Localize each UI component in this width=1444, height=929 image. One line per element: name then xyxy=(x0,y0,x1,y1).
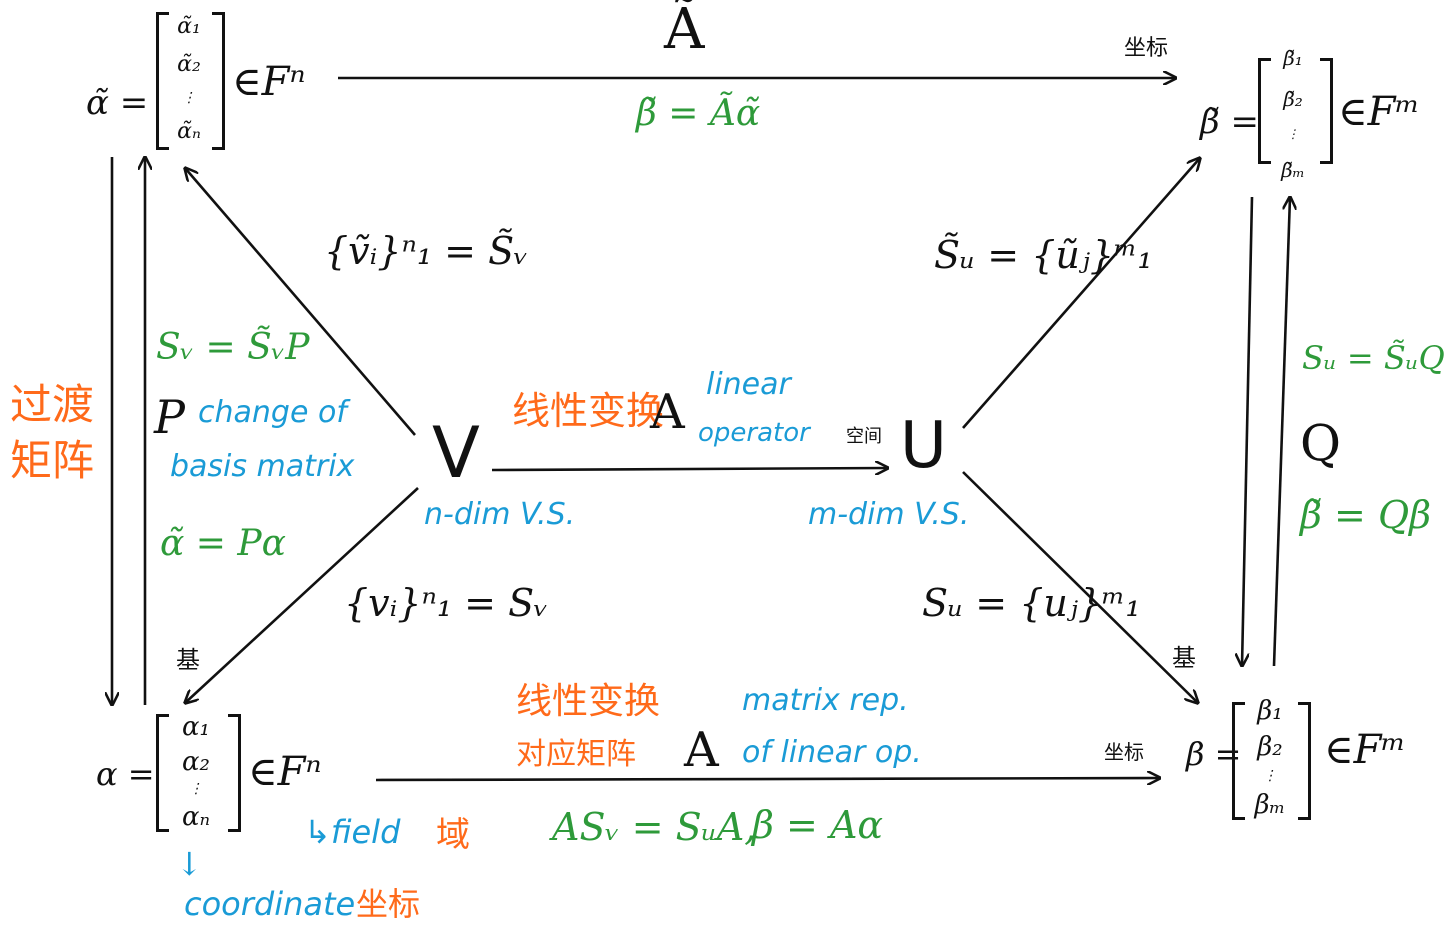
beta-tilde-entry-dots: ⋮ xyxy=(1287,127,1299,142)
alpha-tilde-equation: α̃ = Pα xyxy=(160,523,286,564)
vector-space-V: V xyxy=(432,412,480,494)
arrow-U-to-beta xyxy=(962,471,1198,703)
beta-entry-dots: ⋮ xyxy=(1263,768,1277,784)
linear-transformation-cn-bottom: 线性变换 xyxy=(516,681,661,722)
S-u-basis: Sᵤ = {uⱼ}ᵐ₁ xyxy=(922,581,1141,625)
beta-tilde-space: ∈Fᵐ xyxy=(1338,89,1420,135)
alpha-tilde-space: ∈Fⁿ xyxy=(232,59,306,105)
alpha-space: ∈Fⁿ xyxy=(248,749,322,795)
alpha-lhs: α = xyxy=(96,755,155,793)
alpha-entry-1: α₁ xyxy=(182,712,210,742)
U-space-cn-label: 空间 xyxy=(846,426,882,447)
alpha-tilde-entries: α̃₁ α̃₂ ⋮ α̃ₙ xyxy=(164,14,214,144)
beta-equation: β = Aα xyxy=(752,803,884,847)
beta-entry-m: βₘ xyxy=(1254,790,1286,820)
A-matrix-label: A xyxy=(684,722,719,778)
arrow-V-to-alpha xyxy=(185,487,419,703)
AS-equation: ASᵥ = SᵤA, xyxy=(552,805,757,849)
change-of-label: change of xyxy=(198,395,347,430)
vector-space-U: U xyxy=(900,409,947,483)
arrow-U-to-beta-tilde xyxy=(962,158,1200,429)
beta-tilde-right-bracket xyxy=(1320,58,1333,164)
field-label: ↳field xyxy=(304,813,401,851)
basis-matrix-label: basis matrix xyxy=(170,449,355,484)
beta-entries: β₁ β₂ ⋮ βₘ xyxy=(1242,696,1298,820)
coordinate-label-top: 坐标 xyxy=(1124,36,1169,61)
coordinate-label: coordinate xyxy=(184,885,356,923)
beta-entry-2: β₂ xyxy=(1257,732,1283,762)
field-cn-label: 域 xyxy=(436,815,470,855)
linear-transformation-cn: 线性变换 xyxy=(512,389,665,433)
arrow-bottom-A xyxy=(375,778,1160,780)
alpha-tilde-entry-1: α̃₁ xyxy=(177,14,201,39)
operator-label: operator xyxy=(698,418,810,448)
alpha-tilde-left-bracket xyxy=(156,12,169,150)
S-u-equation: Sᵤ = S̃ᵤQ xyxy=(1302,339,1444,377)
basis-label-right: 基 xyxy=(1172,644,1196,672)
alpha-tilde-entry-2: α̃₂ xyxy=(177,52,201,77)
alpha-entries: α₁ α₂ ⋮ αₙ xyxy=(166,712,226,832)
coordinate-label-bottom: 坐标 xyxy=(1104,740,1144,764)
transition-matrix-cn-1: 过渡 xyxy=(10,380,95,429)
matrix-rep-label: matrix rep. xyxy=(742,683,909,718)
alpha-entry-n: αₙ xyxy=(181,801,211,832)
Q-label: Q xyxy=(1300,414,1341,472)
P-label: P xyxy=(154,390,185,444)
alpha-entry-dots: ⋮ xyxy=(189,781,203,798)
arrow-V-to-alpha-tilde xyxy=(185,168,416,436)
alpha-tilde-right-bracket xyxy=(212,12,225,150)
alpha-tilde-entry-n: α̃ₙ xyxy=(177,119,201,144)
basis-label-left: 基 xyxy=(176,646,200,674)
transition-matrix-cn-2: 矩阵 xyxy=(10,436,95,485)
S-v-tilde-basis: {ṽᵢ}ⁿ₁ = S̃ᵥ xyxy=(324,229,529,273)
S-v-basis: {vᵢ}ⁿ₁ = Sᵥ xyxy=(344,581,549,625)
alpha-tilde-lhs: α̃ = xyxy=(86,83,149,123)
coordinate-cn-label: 坐标 xyxy=(356,885,421,923)
beta-left-bracket xyxy=(1232,702,1245,820)
beta-tilde-entry-1: β̃₁ xyxy=(1283,46,1303,70)
beta-tilde-entry-2: β̃₂ xyxy=(1283,86,1303,111)
of-linear-op-label: of linear op. xyxy=(742,735,922,770)
beta-tilde-lhs: β̃ = xyxy=(1200,102,1259,142)
corresponding-matrix-cn: 对应矩阵 xyxy=(516,737,636,772)
alpha-left-bracket xyxy=(156,714,169,832)
beta-tilde-left-bracket xyxy=(1258,58,1271,164)
arrow-beta-up xyxy=(1272,197,1290,667)
beta-tilde-entry-m: β̃ₘ xyxy=(1281,157,1305,182)
beta-tilde-Q-equation: β̃ = Qβ xyxy=(1300,493,1432,537)
beta-space: ∈Fᵐ xyxy=(1324,727,1406,773)
linear-label: linear xyxy=(706,367,791,402)
A-operator-label: A xyxy=(650,384,685,440)
alpha-entry-2: α₂ xyxy=(182,746,210,777)
arrow-V-to-U xyxy=(491,468,888,470)
U-dimension-label: m-dim V.S. xyxy=(808,497,970,532)
V-dimension-label: n-dim V.S. xyxy=(424,497,576,532)
alpha-tilde-entry-dots: ⋮ xyxy=(182,90,196,106)
S-v-equation: Sᵥ = S̃ᵥP xyxy=(156,327,310,368)
arrow-beta-tilde-down xyxy=(1242,196,1254,666)
alpha-right-bracket xyxy=(228,714,241,832)
beta-right-bracket xyxy=(1298,702,1311,820)
coordinate-down-arrow: ↓ xyxy=(176,845,203,883)
S-u-tilde-basis: S̃ᵤ = {ũⱼ}ᵐ₁ xyxy=(934,233,1153,277)
beta-tilde-entries: β̃₁ β̃₂ ⋮ β̃ₘ xyxy=(1266,46,1320,182)
beta-entry-1: β₁ xyxy=(1257,696,1283,726)
beta-tilde-equation: β̃ = Ãα̃ xyxy=(636,93,761,134)
A-tilde-label: Ã xyxy=(664,0,705,62)
